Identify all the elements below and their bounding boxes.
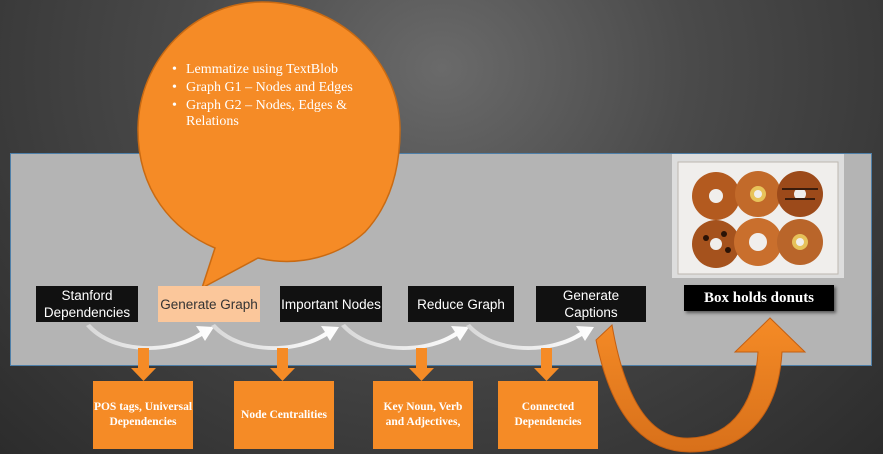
note-node-centralities: Node Centralities bbox=[234, 381, 334, 449]
donut bbox=[734, 218, 782, 266]
bubble-bullet: Graph G2 – Nodes, Edges & Relations bbox=[172, 98, 370, 130]
step-generate-graph: Generate Graph bbox=[158, 286, 260, 322]
note-key-noun-verb: Key Noun, Verb and Adjectives, bbox=[373, 381, 473, 449]
bubble-bullet: Lemmatize using TextBlob bbox=[172, 62, 370, 78]
donut bbox=[735, 171, 781, 217]
step-important-nodes: Important Nodes bbox=[280, 286, 382, 322]
donut-photo bbox=[672, 154, 844, 278]
note-connected-dependencies: Connected Dependencies bbox=[498, 381, 598, 449]
donut bbox=[692, 220, 740, 268]
donut bbox=[777, 219, 823, 265]
step-reduce-graph: Reduce Graph bbox=[408, 286, 514, 322]
step-generate-captions: Generate Captions bbox=[536, 286, 646, 322]
donut bbox=[777, 171, 823, 217]
bubble-bullet: Graph G1 – Nodes and Edges bbox=[172, 80, 370, 96]
bubble-text: Lemmatize using TextBlob Graph G1 – Node… bbox=[170, 62, 370, 132]
note-pos-tags: POS tags, Universal Dependencies bbox=[93, 381, 193, 449]
step-stanford-dependencies: Stanford Dependencies bbox=[36, 286, 138, 322]
donut bbox=[692, 172, 740, 220]
result-caption: Box holds donuts bbox=[684, 285, 834, 311]
